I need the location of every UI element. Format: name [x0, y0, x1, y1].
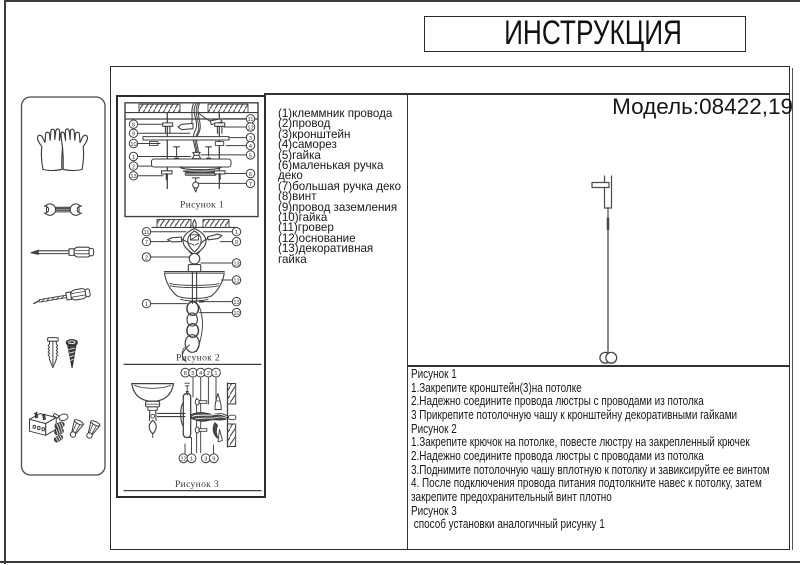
svg-text:1: 1	[235, 230, 238, 236]
svg-text:9: 9	[235, 240, 238, 246]
svg-text:8: 8	[132, 123, 135, 129]
svg-text:13: 13	[233, 261, 239, 267]
svg-text:9: 9	[212, 457, 215, 463]
svg-text:1: 1	[214, 371, 217, 377]
svg-text:6: 6	[249, 172, 252, 178]
svg-text:3: 3	[204, 457, 207, 463]
svg-text:3: 3	[249, 136, 252, 142]
svg-text:12: 12	[247, 125, 253, 131]
svg-text:2: 2	[145, 255, 148, 261]
svg-text:13: 13	[233, 300, 239, 306]
svg-text:7: 7	[145, 240, 148, 246]
svg-text:Рисунок 2: Рисунок 2	[176, 353, 220, 364]
svg-text:Рисунок 1: Рисунок 1	[180, 200, 224, 211]
svg-text:12: 12	[233, 278, 239, 284]
svg-text:7: 7	[249, 182, 252, 188]
svg-text:5: 5	[191, 371, 194, 377]
svg-text:8: 8	[184, 371, 187, 377]
svg-text:13: 13	[130, 174, 136, 180]
svg-text:5: 5	[249, 153, 252, 159]
svg-text:4: 4	[249, 144, 252, 150]
svg-text:11: 11	[248, 117, 254, 123]
svg-text:11: 11	[144, 230, 150, 236]
svg-text:9: 9	[132, 132, 135, 138]
svg-text:1: 1	[132, 155, 135, 161]
svg-text:Рисунок 3: Рисунок 3	[175, 479, 219, 490]
svg-text:10: 10	[130, 142, 136, 148]
svg-text:1: 1	[145, 302, 148, 308]
svg-text:12: 12	[180, 457, 186, 463]
svg-text:1: 1	[190, 457, 193, 463]
svg-text:4: 4	[199, 371, 202, 377]
svg-text:10: 10	[233, 311, 239, 317]
svg-text:2: 2	[132, 165, 135, 171]
svg-text:2: 2	[207, 371, 210, 377]
